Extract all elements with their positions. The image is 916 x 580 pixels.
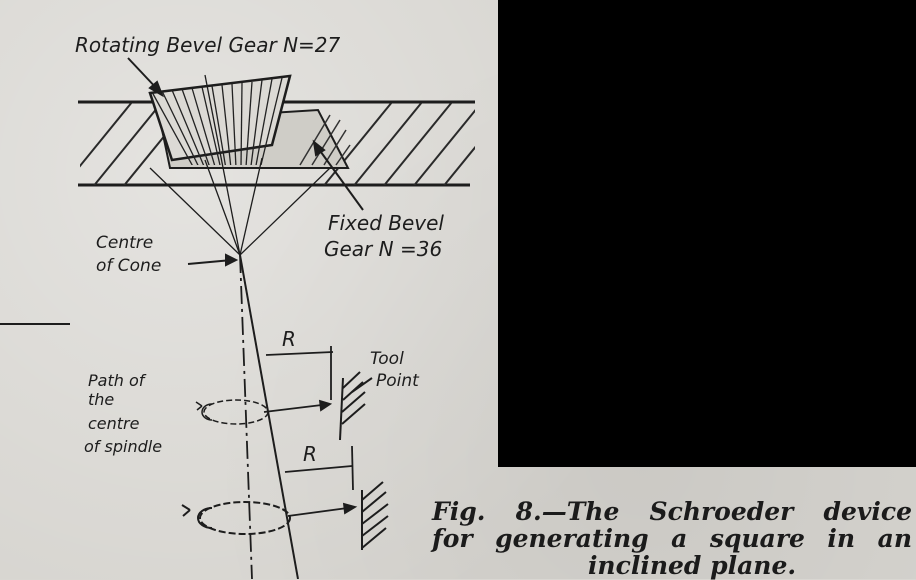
inclined-line [239,254,299,579]
r-upper-label: R [282,327,296,351]
caption-line-2: for generating a square in an [432,524,912,553]
path-label-2: the [88,390,114,409]
tool-point-upper [339,371,366,441]
rotating-bevel-gear [148,74,292,165]
cone-lines [149,74,331,256]
tool-label-1: Tool [370,349,404,369]
fixed-gear-label-1: Fixed Bevel [328,211,444,235]
path-label-4: of spindle [84,437,162,456]
redaction-block [498,0,916,467]
rotating-gear-label: Rotating Bevel Gear N=27 [75,33,341,57]
tool-label-2: Point [376,371,420,391]
leader-arrows [127,57,373,393]
spindle-path-lower [181,501,291,535]
spindle-axis [239,254,253,579]
caption-line-1: Fig. 8.—The Schroeder device [432,497,912,526]
caption-line-3: inclined plane. [587,551,797,580]
r-dimension-upper [263,346,334,413]
r-dimension-lower [284,445,358,517]
housing-hatching [80,103,475,185]
tool-point-lower [361,481,389,550]
path-label-3: centre [88,414,140,433]
path-label-1: Path of [88,371,147,390]
figure-caption: Fig. 8.—The Schroeder device for generat… [432,498,912,579]
centre-label-1: Centre [96,233,153,253]
centre-label-2: of Cone [96,256,161,276]
fixed-gear-label-2: Gear N =36 [324,237,442,261]
spindle-path-upper [195,399,269,425]
r-lower-label: R [303,442,317,466]
